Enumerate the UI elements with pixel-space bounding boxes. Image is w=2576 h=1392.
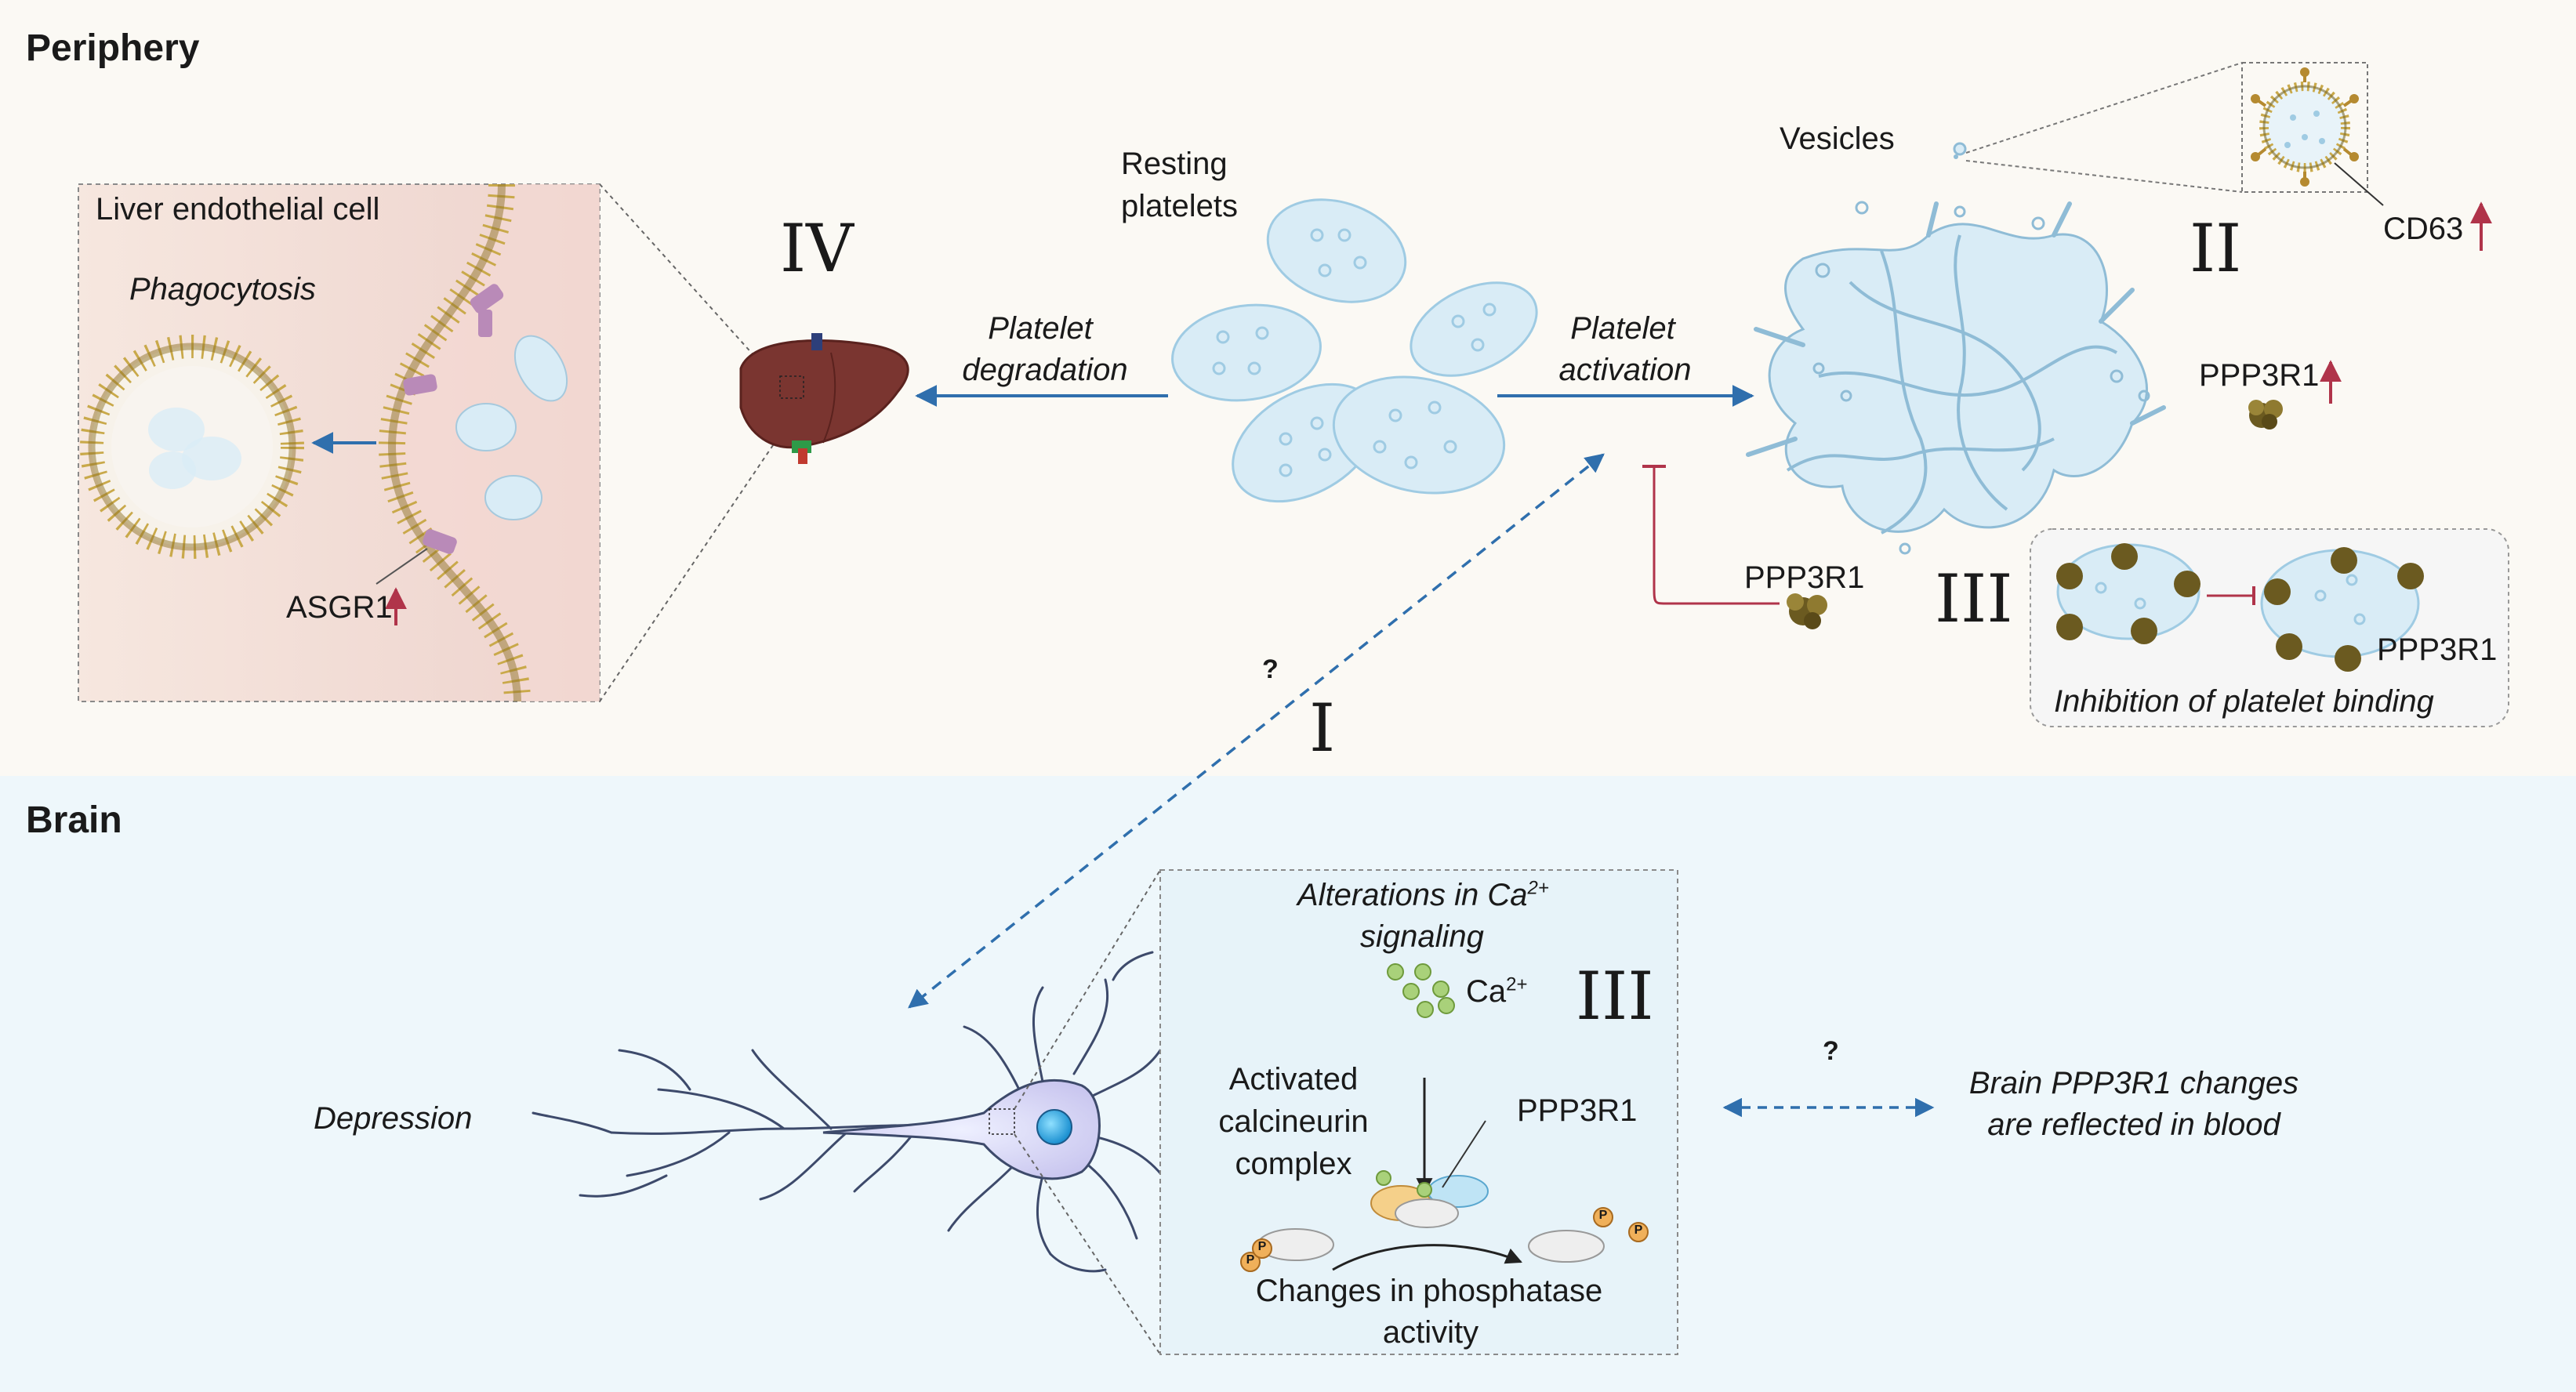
ppp3r1-brain-label: PPP3R1	[1517, 1093, 1638, 1128]
resting-platelets-label-line1: Resting	[1121, 147, 1228, 181]
phosphate-label-right-1: P	[1598, 1209, 1608, 1222]
calcineurin-panel	[1159, 869, 1678, 1355]
resting-platelets-label-line2: platelets	[1121, 189, 1238, 223]
roman-numeral-iv: IV	[780, 210, 854, 287]
depression-label: Depression	[314, 1101, 473, 1136]
section-title-periphery: Periphery	[26, 27, 200, 69]
question-mark-reflection: ?	[1823, 1036, 1839, 1066]
dephosphorylation-arrow	[1332, 1244, 1522, 1271]
ppp3r1-inhibitor-label: PPP3R1	[1744, 560, 1865, 595]
vesicles-label: Vesicles	[1780, 121, 1895, 156]
phosphate-label-right-2: P	[1634, 1223, 1643, 1237]
platelet	[1171, 303, 1322, 402]
binding-inset-caption: Inhibition of platelet binding	[2054, 684, 2434, 719]
inhibition-line	[1653, 466, 1667, 605]
ppp3r1-inset-label: PPP3R1	[2377, 633, 2498, 667]
calcium-superscript: 2+	[1506, 973, 1528, 995]
roman-numeral-iii-periphery: III	[1935, 560, 2013, 637]
phosphate-label-left-2: P	[1257, 1240, 1267, 1253]
alterations-superscript: 2+	[1527, 877, 1549, 899]
liver-panel-title: Liver endothelial cell	[96, 192, 380, 227]
platelet	[1266, 198, 1407, 303]
question-mark-link: ?	[1262, 654, 1279, 684]
bound-platelet	[513, 335, 568, 402]
degradation-label-line1: Platelet	[988, 311, 1093, 346]
nucleus	[1036, 1109, 1072, 1145]
platelet	[1410, 281, 1538, 377]
cd63-label: CD63	[2383, 212, 2464, 246]
engulfed-platelet	[148, 408, 205, 451]
roman-numeral-ii: II	[2190, 210, 2242, 287]
ppp3r1-upper-label: PPP3R1	[2199, 358, 2320, 393]
roman-numeral-i: I	[1309, 690, 1336, 767]
section-title-brain: Brain	[26, 799, 122, 841]
activated-platelets	[1746, 142, 2166, 555]
changes-label-line1: Changes in phosphatase	[1255, 1274, 1603, 1308]
alterations-label-line1: Alterations in Ca2+	[1297, 877, 1549, 912]
reflection-label-line2: are reflected in blood	[1987, 1107, 2280, 1142]
neuron	[532, 951, 1170, 1273]
activation-label-line2: activation	[1558, 353, 1692, 387]
brain-periphery-link-arrow	[908, 453, 1605, 1009]
calcium-label: Ca2+	[1466, 973, 1528, 1009]
asgr1-receptor	[470, 284, 504, 314]
substrate-dephosphorylated	[1528, 1230, 1605, 1263]
ppp3r1-protein-inhibitor	[1787, 593, 1827, 629]
reflection-label-line1: Brain PPP3R1 changes	[1968, 1066, 2299, 1100]
phosphate-groups	[1240, 1207, 1649, 1272]
soma	[822, 1078, 1101, 1180]
binding-inset	[2030, 528, 2509, 727]
degradation-label-line2: degradation	[962, 353, 1128, 387]
liver-organ	[739, 333, 909, 464]
phosphate-label-left-1: P	[1246, 1253, 1255, 1267]
activated-label-line1: Activated	[1228, 1062, 1359, 1097]
vesicle-inset	[1965, 62, 2384, 206]
roman-numeral-iii-brain: III	[1576, 958, 1654, 1035]
liver-endothelial-panel	[78, 183, 600, 702]
activated-label-line2: calcineurin	[1218, 1104, 1369, 1139]
zoom-line	[599, 422, 789, 702]
phagocytosis-label: Phagocytosis	[129, 272, 316, 306]
calcium-ions	[1387, 963, 1455, 1018]
activation-label-line1: Platelet	[1570, 311, 1675, 346]
activated-label-line3: complex	[1235, 1147, 1352, 1181]
changes-label-line2: activity	[1382, 1315, 1479, 1350]
zoom-line	[599, 183, 777, 381]
asgr1-label: ASGR1	[286, 590, 393, 625]
alterations-label-line2: signaling	[1360, 919, 1484, 954]
ppp3r1-protein-upper	[2248, 400, 2283, 430]
